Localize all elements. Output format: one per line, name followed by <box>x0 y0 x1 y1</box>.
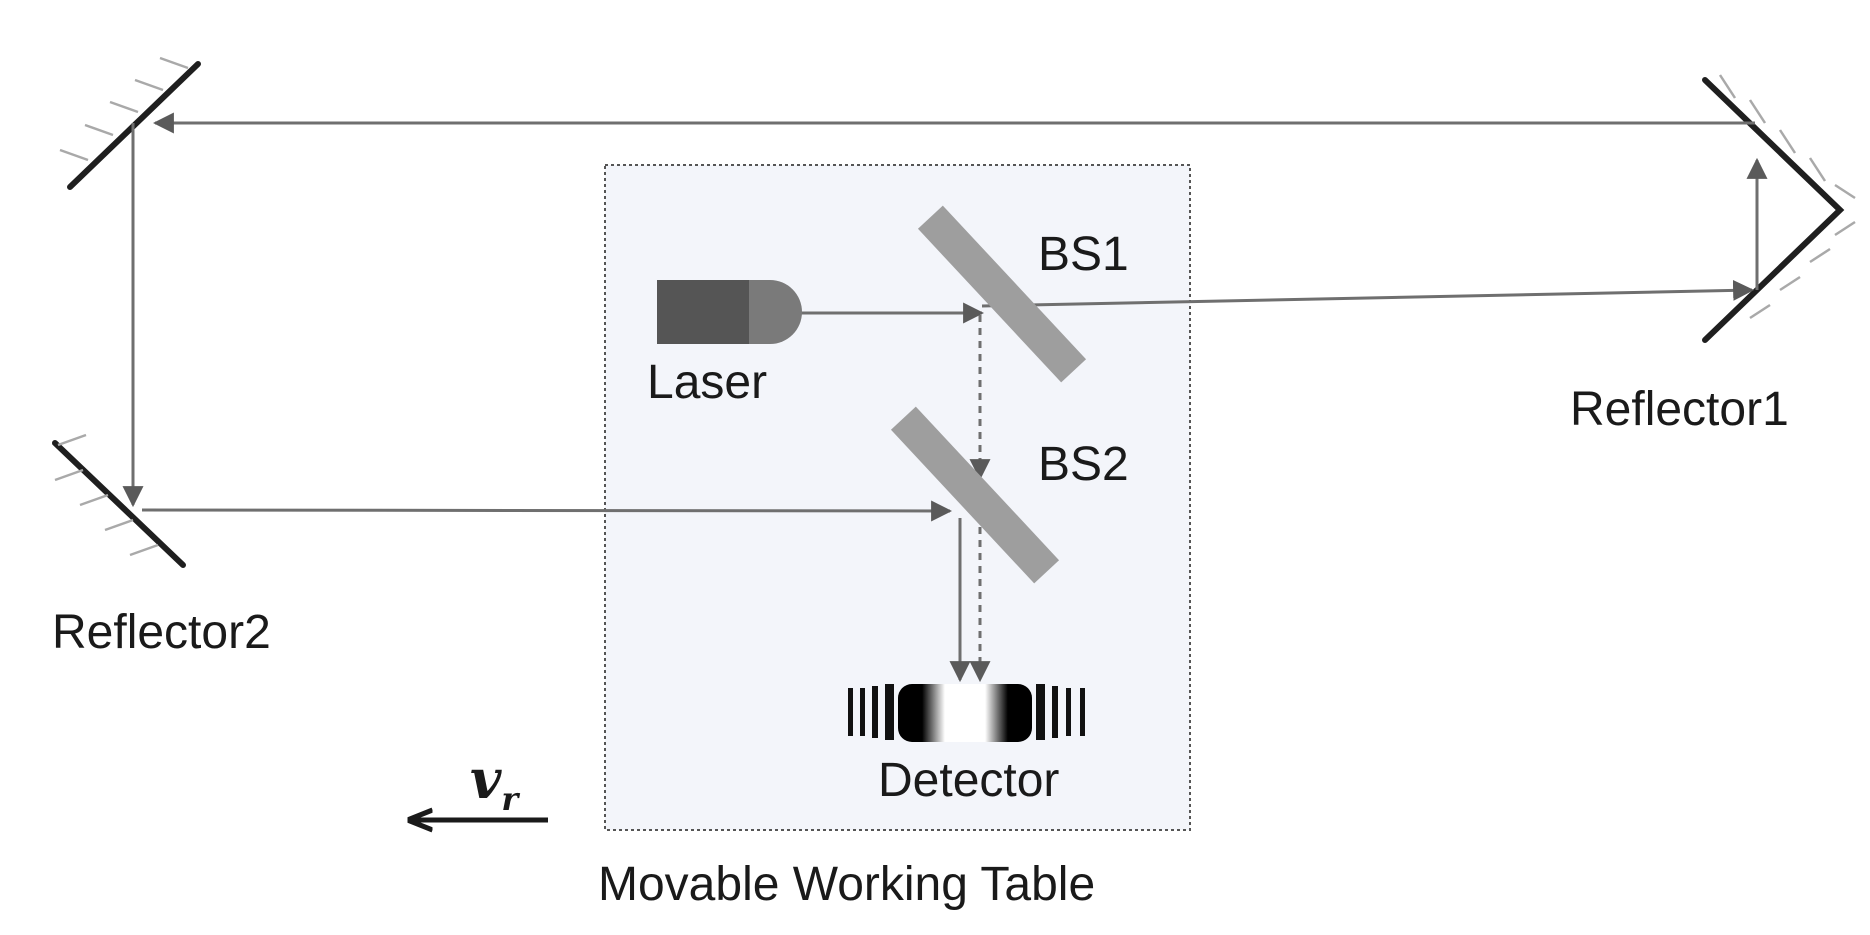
label-bs1: BS1 <box>1038 228 1129 281</box>
velocity-label: vr <box>470 747 520 818</box>
label-detector: Detector <box>878 754 1059 807</box>
label-bs2: BS2 <box>1038 438 1129 491</box>
label-reflector2: Reflector2 <box>52 606 271 659</box>
label-laser: Laser <box>647 356 767 409</box>
label-movable-working-table: Movable Working Table <box>598 858 1095 911</box>
reflector2 <box>52 56 201 568</box>
reflector1-hatching <box>1718 74 1856 320</box>
laser-source <box>657 280 802 344</box>
label-reflector1: Reflector1 <box>1570 383 1789 436</box>
detector-fringes <box>848 684 1085 742</box>
beam-splitter-bs1 <box>917 205 1087 383</box>
movable-working-table <box>604 164 1191 831</box>
beam-splitter-bs2 <box>890 406 1060 584</box>
reflector1 <box>1702 74 1856 343</box>
reflector2-hatching <box>54 56 189 557</box>
